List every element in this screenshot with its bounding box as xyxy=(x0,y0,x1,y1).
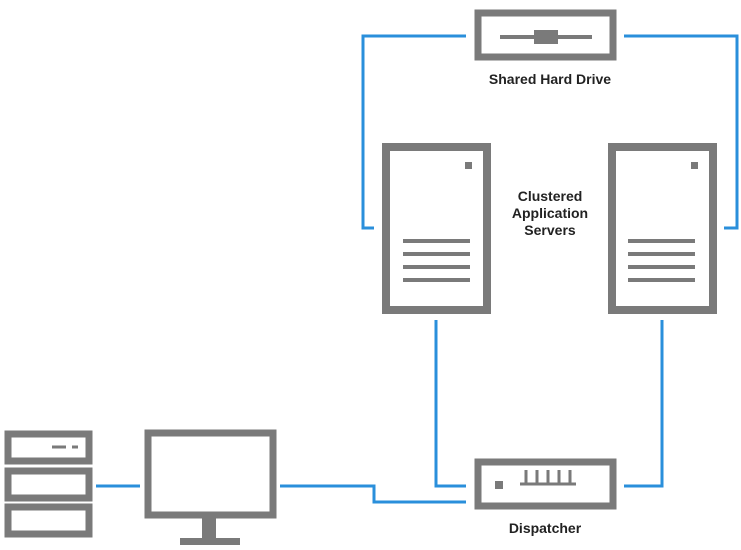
connector-left-server-dispatcher xyxy=(434,320,466,488)
cluster-label-line-1: Clustered xyxy=(517,188,583,204)
shared-hard-drive-label: Shared Hard Drive xyxy=(488,71,612,87)
cluster-label-line-3: Servers xyxy=(524,222,576,238)
connector-drive-right-server xyxy=(624,34,739,230)
connectors xyxy=(96,34,739,504)
shared-hard-drive-icon xyxy=(474,9,617,61)
dispatcher-switch-icon xyxy=(474,458,617,510)
monitor-icon xyxy=(144,429,277,545)
server-rack-icon xyxy=(4,430,93,538)
connector-monitor-dispatcher xyxy=(280,484,466,504)
dispatcher-label: Dispatcher xyxy=(508,520,582,536)
cluster-label-line-2: Application xyxy=(511,205,589,221)
application-server-icon xyxy=(608,143,717,314)
connector-drive-left-server xyxy=(361,34,466,230)
application-server-icon xyxy=(382,143,491,314)
clustered-application-servers-label: Clustered Application Servers xyxy=(490,188,610,239)
connector-right-server-dispatcher xyxy=(624,320,664,488)
